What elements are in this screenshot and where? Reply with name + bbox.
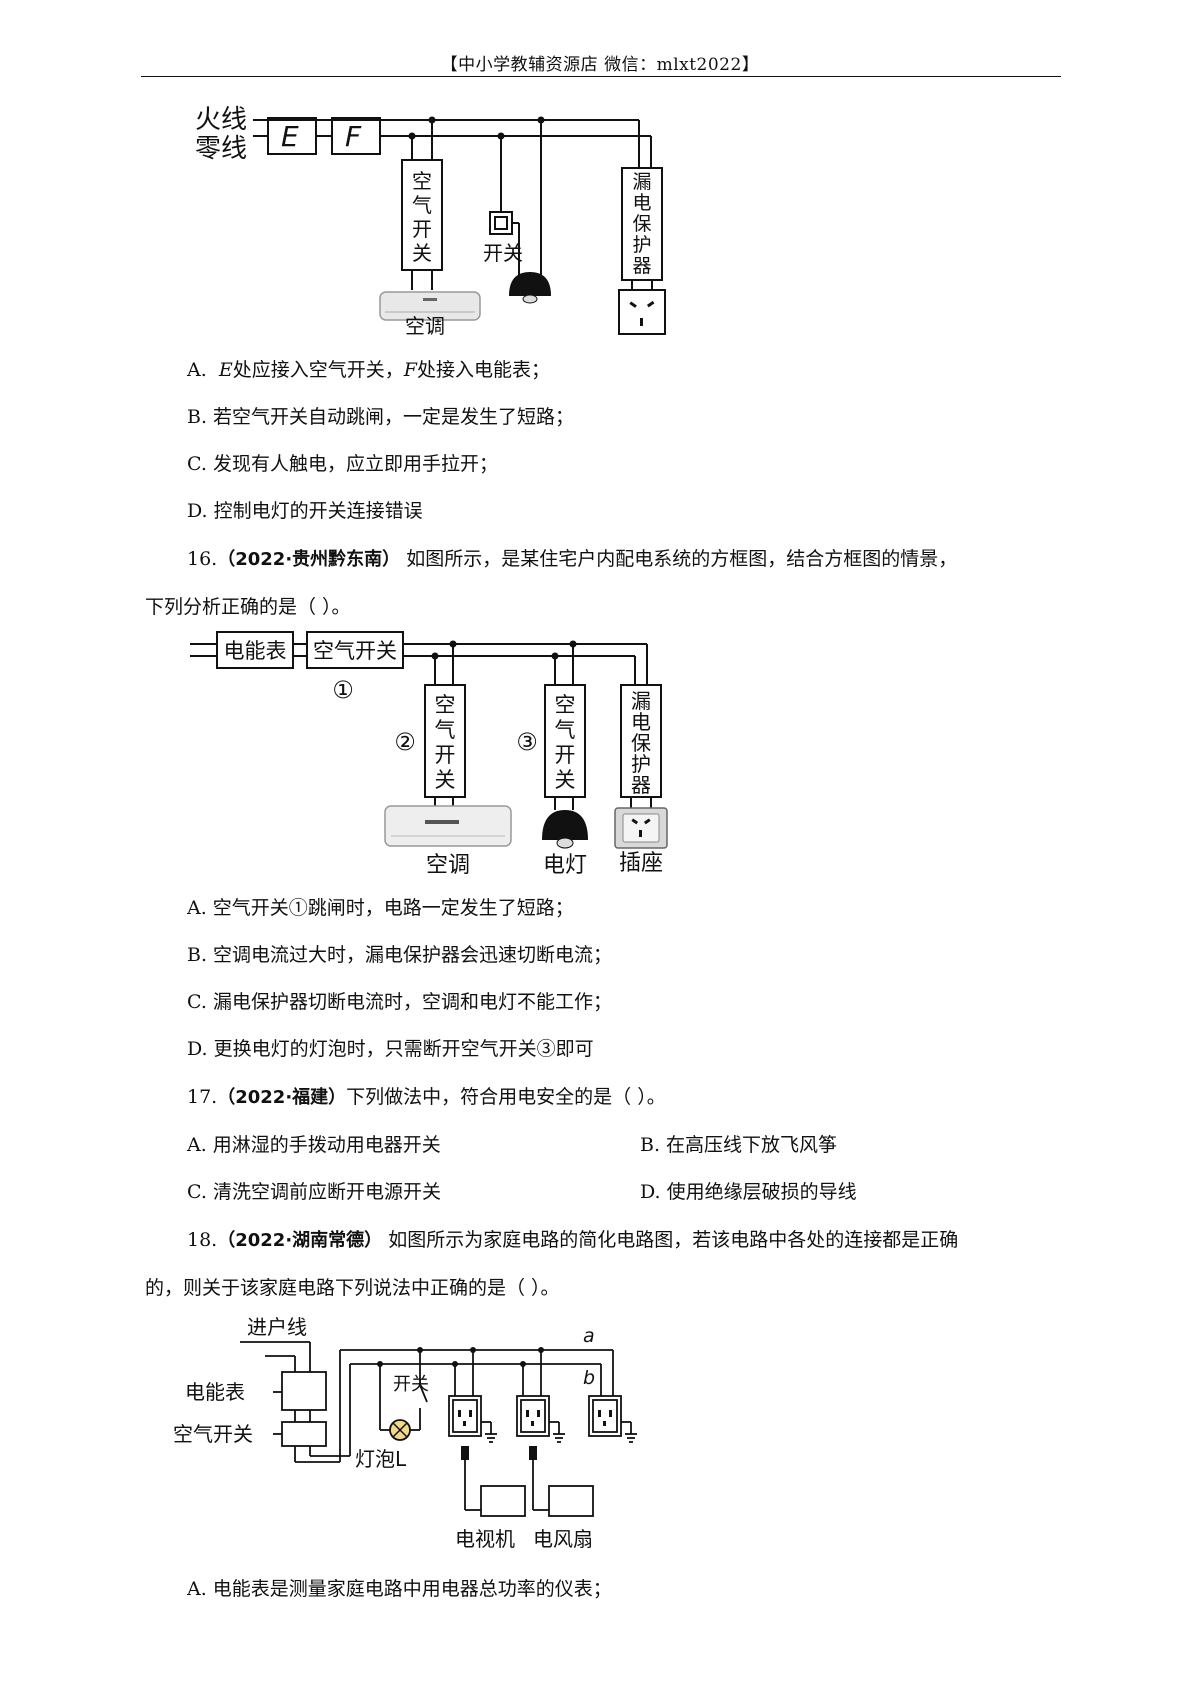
q15-option-b: B. 若空气开关自动跳闸，一定是发生了短路； xyxy=(187,406,575,428)
leakage-protector-char: 器 xyxy=(632,255,651,277)
live-wire-label: 火线 xyxy=(195,105,247,135)
q17-option-b: B. 在高压线下放飞风筝 xyxy=(640,1134,838,1156)
q17-option-c: C. 清洗空调前应断开电源开关 xyxy=(187,1181,441,1203)
neutral-wire-label: 零线 xyxy=(195,134,247,164)
q16-stem-line2: 下列分析正确的是（ ）。 xyxy=(145,596,351,618)
protector-char: 漏 xyxy=(631,689,651,713)
entry-label: 进户线 xyxy=(247,1315,307,1339)
protector-char: 护 xyxy=(631,752,651,776)
switch-label-3: 开关 xyxy=(393,1374,429,1395)
air-switch-char: 气 xyxy=(412,193,432,217)
leakage-protector-char: 护 xyxy=(632,234,651,256)
mark-2: ② xyxy=(394,728,416,756)
protector-char: 保 xyxy=(631,731,651,755)
box-e-label: E xyxy=(281,120,299,153)
figure-16-distribution: 电能表 空气开关 ① ② ③ 空 气 开 关 空 气 开 关 漏 电 保 护 器… xyxy=(190,631,668,878)
q18-stem-line2: 的，则关于该家庭电路下列说法中正确的是（ ）。 xyxy=(145,1277,560,1299)
air-switch-3-char: 空 xyxy=(555,693,576,717)
q16-option-b: B. 空调电流过大时，漏电保护器会迅速切断电流； xyxy=(187,944,613,966)
air-switch-2-char: 空 xyxy=(435,693,456,717)
air-switch-char: 关 xyxy=(412,241,432,265)
mark-1: ① xyxy=(332,676,354,704)
air-switch-char: 开 xyxy=(412,217,432,241)
q15-option-d: D. 控制电灯的开关连接错误 xyxy=(187,500,423,522)
ac-label: 空调 xyxy=(405,314,445,338)
air-switch-3-char: 气 xyxy=(555,718,576,742)
q18-option-a: A. 电能表是测量家庭电路中用电器总功率的仪表； xyxy=(187,1578,612,1600)
q16-option-c: C. 漏电保护器切断电流时，空调和电灯不能工作； xyxy=(187,991,612,1013)
meter-label: 电能表 xyxy=(224,639,287,663)
header-rule xyxy=(141,76,1061,77)
socket-label: 插座 xyxy=(619,851,663,876)
q16-option-d: D. 更换电灯的灯泡时，只需断开空气开关③即可 xyxy=(187,1038,594,1060)
air-switch-2-char: 气 xyxy=(435,718,456,742)
page-header: 【中小学教辅资源店 微信：mlxt2022】 xyxy=(440,55,760,75)
mark-3: ③ xyxy=(516,728,538,756)
q18-stem-line1: 18.（2022·湖南常德） 如图所示为家庭电路的简化电路图，若该电路中各处的连… xyxy=(187,1229,959,1251)
box-f-label: F xyxy=(345,120,362,153)
q15-option-c: C. 发现有人触电，应立即用手拉开； xyxy=(187,453,498,475)
leakage-protector-char: 保 xyxy=(632,213,651,235)
leakage-protector-char: 电 xyxy=(632,192,651,214)
leakage-protector-char: 漏 xyxy=(632,171,651,193)
air-switch-2-char: 开 xyxy=(435,743,456,767)
air-switch-label-3: 空气开关 xyxy=(173,1422,253,1446)
q17-stem: 17.（2022·福建）下列做法中，符合用电安全的是（ ）。 xyxy=(187,1086,666,1108)
air-switch-3-char: 开 xyxy=(555,743,576,767)
q15-option-a: A. E处应接入空气开关，F处接入电能表； xyxy=(187,359,550,381)
figure-15-circuit: 火线 零线 E F 空 气 开 关 开关 漏 电 保 护 器 空调 xyxy=(195,105,666,338)
bulb-label: 灯泡L xyxy=(355,1447,407,1471)
wire-a-label: a xyxy=(583,1325,595,1347)
meter-label-3: 电能表 xyxy=(185,1380,245,1404)
lamp-label: 电灯 xyxy=(543,853,587,878)
q17-option-a: A. 用淋湿的手拨动用电器开关 xyxy=(187,1134,441,1156)
main-air-switch-label: 空气开关 xyxy=(313,639,397,663)
tv-label: 电视机 xyxy=(455,1527,515,1551)
wire-b-label: b xyxy=(583,1367,595,1389)
q16-stem-line1: 16.（2022·贵州黔东南） 如图所示，是某住宅户内配电系统的方框图，结合方框… xyxy=(187,548,958,570)
protector-char: 电 xyxy=(631,710,651,734)
q17-option-d: D. 使用绝缘层破损的导线 xyxy=(640,1181,857,1203)
protector-char: 器 xyxy=(631,773,651,797)
switch-label: 开关 xyxy=(483,241,523,265)
air-switch-2-char: 关 xyxy=(435,768,456,792)
air-switch-char: 空 xyxy=(412,169,432,193)
air-switch-3-char: 关 xyxy=(555,768,576,792)
figure-18-home-circuit: 进户线 电能表 空气开关 开关 灯泡L a b 电视机 电风扇 xyxy=(173,1315,637,1551)
q16-option-a: A. 空气开关①跳闸时，电路一定发生了短路； xyxy=(187,897,574,919)
fan-label: 电风扇 xyxy=(533,1527,593,1551)
ac-label-2: 空调 xyxy=(426,853,470,878)
